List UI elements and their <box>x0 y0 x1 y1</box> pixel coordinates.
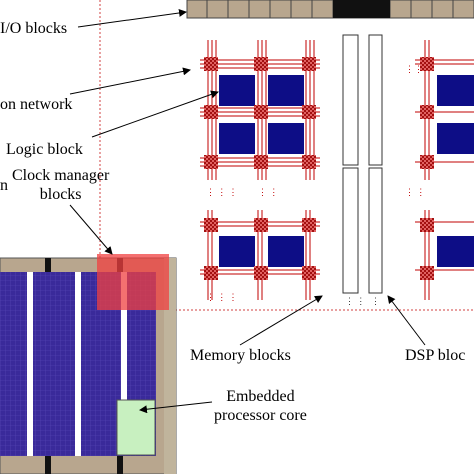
io-blocks-text: I/O blocks <box>0 20 68 37</box>
embedded-processor-label: Embedded processor core <box>214 387 307 425</box>
memory-blocks-text: Memory blocks <box>190 347 291 364</box>
dsp-blocks-label: DSP bloc <box>405 346 465 365</box>
clock-manager-line2: blocks <box>39 186 82 203</box>
svg-text:⋮ ⋮ ⋮: ⋮ ⋮ ⋮ <box>206 187 238 197</box>
callout-arrows <box>69 9 426 414</box>
interconnection-network-label: on network <box>0 95 72 114</box>
svg-text:⋮ ⋮: ⋮ ⋮ <box>345 296 365 306</box>
embedded-processor-core <box>116 399 156 456</box>
chip-overview <box>0 254 177 474</box>
logic-cluster: ⋮ ⋮ ⋮ ⋮ ⋮ <box>200 40 320 197</box>
svg-text:⋮⋮: ⋮⋮ <box>405 64 423 74</box>
memory-blocks-label: Memory blocks <box>190 346 291 365</box>
logic-block-label: Logic block <box>6 140 83 159</box>
clock-manager-label: Clock manager blocks <box>12 166 109 204</box>
svg-text:⋮: ⋮ <box>371 296 380 306</box>
clock-manager-line1: Clock manager <box>12 167 110 184</box>
dotted-guides <box>99 0 474 311</box>
svg-text:⋮ ⋮: ⋮ ⋮ <box>258 187 278 197</box>
dsp-blocks-text: DSP bloc <box>405 347 466 364</box>
logic-block-text: Logic block <box>6 141 83 158</box>
svg-text:⋮ ⋮ ⋮: ⋮ ⋮ ⋮ <box>206 292 238 302</box>
io-block-strip <box>186 0 474 19</box>
clock-manager-highlight <box>97 254 169 310</box>
embedded-line2: processor core <box>214 407 307 424</box>
io-blocks-label: I/O blocks <box>0 19 67 38</box>
clipped-label-fragment: n <box>0 176 8 195</box>
clipped-label-text: n <box>0 177 8 194</box>
logic-cluster: ⋮ ⋮ ⋮ <box>200 210 320 302</box>
embedded-line1: Embedded <box>226 388 295 405</box>
logic-cluster-right: ⋮⋮ ⋮ ⋮ <box>405 40 474 300</box>
memory-block-column <box>342 34 359 294</box>
svg-text:⋮ ⋮: ⋮ ⋮ <box>405 187 425 197</box>
dsp-block-column <box>368 34 383 294</box>
interconnection-network-text: on network <box>0 96 73 113</box>
